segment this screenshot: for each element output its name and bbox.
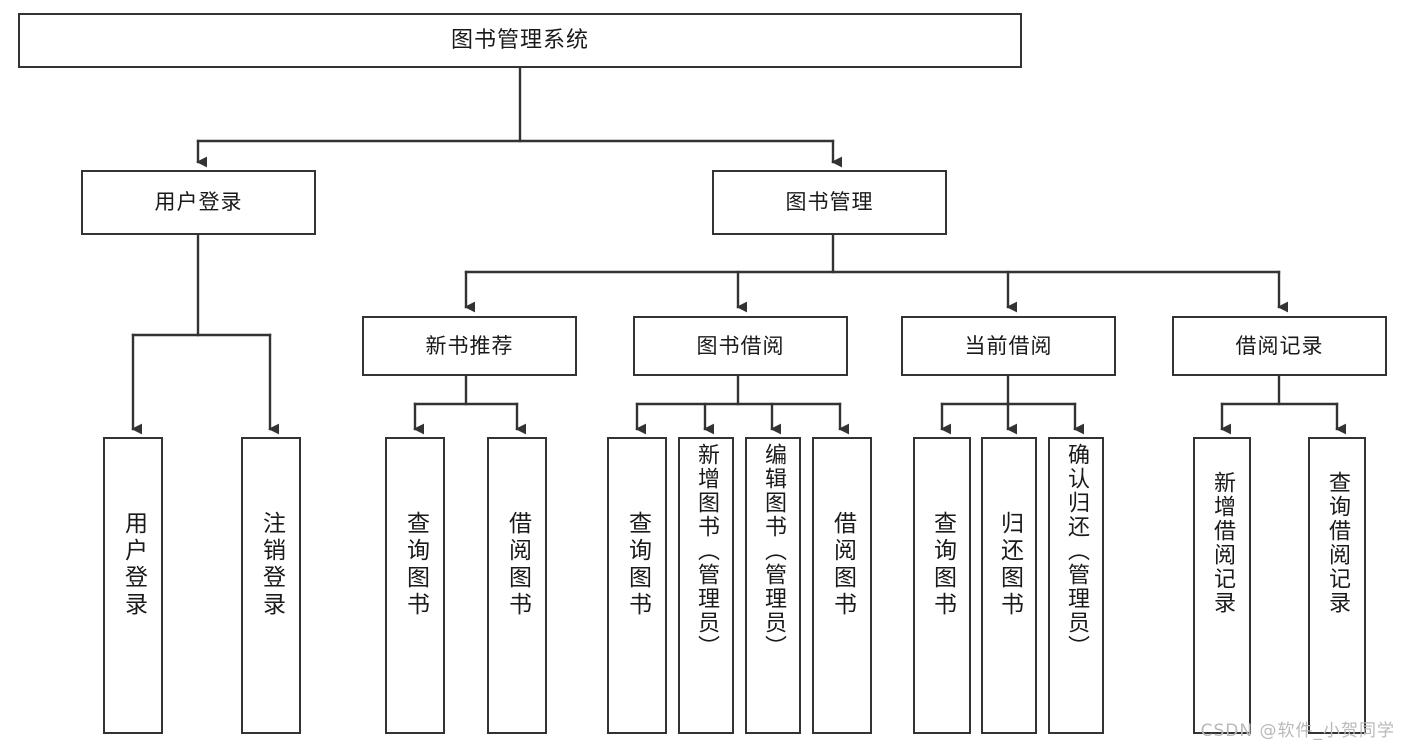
leaf-user-login[interactable]: 用户登录 bbox=[103, 437, 163, 734]
leaf-logout[interactable]: 注销登录 bbox=[241, 437, 301, 734]
node-label: 查询图书 bbox=[402, 511, 429, 619]
node-label: 图书管理 bbox=[785, 190, 874, 215]
node-book-manage[interactable]: 图书管理 bbox=[712, 170, 947, 235]
node-label: 当前借阅 bbox=[964, 333, 1053, 358]
node-label: 借阅记录 bbox=[1235, 333, 1324, 358]
node-label: 编辑图书（管理员） bbox=[761, 443, 786, 659]
leaf-query-book-recommend[interactable]: 查询图书 bbox=[385, 437, 445, 734]
node-label: 新增图书（管理员） bbox=[694, 443, 719, 659]
leaf-query-borrow-record[interactable]: 查询借阅记录 bbox=[1308, 437, 1366, 734]
node-new-book-recommend[interactable]: 新书推荐 bbox=[362, 316, 577, 376]
node-label: 新书推荐 bbox=[425, 333, 514, 358]
leaf-query-book-current[interactable]: 查询图书 bbox=[913, 437, 971, 734]
node-label: 归还图书 bbox=[996, 511, 1023, 619]
node-label: 注销登录 bbox=[258, 511, 285, 619]
node-current-borrow[interactable]: 当前借阅 bbox=[901, 316, 1116, 376]
node-book-borrow[interactable]: 图书借阅 bbox=[633, 316, 848, 376]
node-label: 确认归还（管理员） bbox=[1064, 443, 1089, 659]
node-label: 借阅图书 bbox=[829, 511, 856, 619]
node-label: 新增借阅记录 bbox=[1210, 471, 1235, 615]
leaf-edit-book-admin[interactable]: 编辑图书（管理员） bbox=[745, 437, 801, 734]
node-label: 查询借阅记录 bbox=[1325, 471, 1350, 615]
node-label: 查询图书 bbox=[929, 511, 956, 619]
leaf-borrow-book[interactable]: 借阅图书 bbox=[812, 437, 872, 734]
node-label: 图书管理系统 bbox=[450, 27, 589, 53]
leaf-add-borrow-record[interactable]: 新增借阅记录 bbox=[1193, 437, 1251, 734]
node-label: 图书借阅 bbox=[696, 333, 785, 358]
node-root-book-management-system[interactable]: 图书管理系统 bbox=[18, 13, 1022, 68]
node-user-login[interactable]: 用户登录 bbox=[81, 170, 316, 235]
node-borrow-record[interactable]: 借阅记录 bbox=[1172, 316, 1387, 376]
leaf-add-book-admin[interactable]: 新增图书（管理员） bbox=[678, 437, 734, 734]
node-label: 借阅图书 bbox=[504, 511, 531, 619]
node-label: 查询图书 bbox=[624, 511, 651, 619]
leaf-confirm-return-admin[interactable]: 确认归还（管理员） bbox=[1048, 437, 1104, 734]
leaf-query-book-borrow[interactable]: 查询图书 bbox=[607, 437, 667, 734]
node-label: 用户登录 bbox=[154, 190, 243, 215]
leaf-borrow-book-recommend[interactable]: 借阅图书 bbox=[487, 437, 547, 734]
leaf-return-book[interactable]: 归还图书 bbox=[981, 437, 1037, 734]
node-label: 用户登录 bbox=[120, 511, 147, 619]
